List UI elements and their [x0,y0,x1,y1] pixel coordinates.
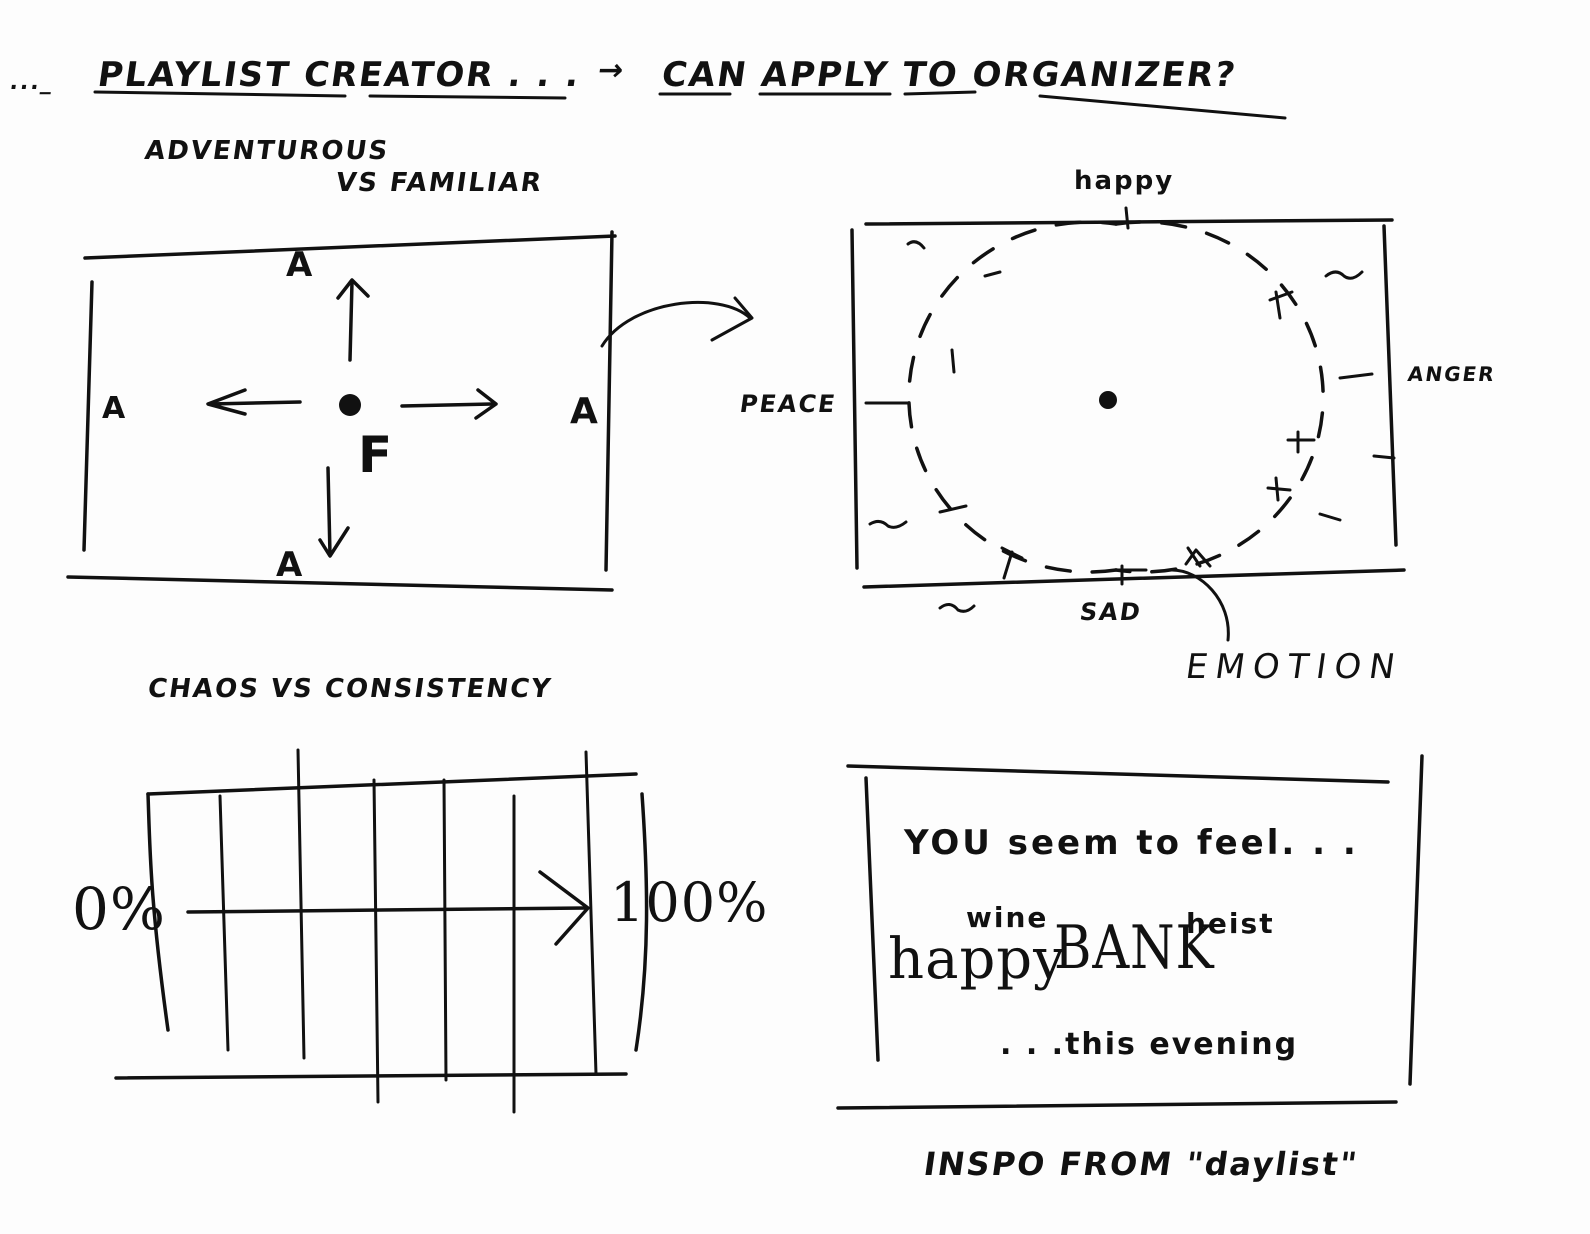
emotion-ticks [864,206,1396,642]
emotion-center-dot [1099,391,1117,409]
axis-label-right: A [570,391,600,432]
daylist-line-feel: YOU seem to feel. . . [904,823,1359,863]
panel-daylist-frame [836,754,1424,1110]
chaos-grid-lines [218,748,598,1114]
chaos-end-percent: 100% [610,871,769,934]
emotion-label-happy: happy [1074,166,1175,196]
header-title-organizer: CAN APPLY TO ORGANIZER? [659,55,1240,95]
axis-label-left: A [102,391,128,426]
axis-label-top: A [286,245,315,285]
familiar-label: VS FAMILIAR [333,168,545,198]
chaos-progress-arrow [186,870,590,946]
daylist-word-wine: wine [966,901,1049,934]
center-label-familiar: F [358,426,395,484]
daylist-word-bank: BANK [1054,913,1215,983]
header-prefix: ..._ [8,70,56,95]
panel-chaos-frame [114,772,649,1080]
daylist-footer: INSPO FROM "daylist" [921,1145,1361,1183]
adventurous-label: ADVENTUROUS [142,136,392,166]
panel-emotion-frame [850,218,1406,589]
familiar-center-dot [339,394,361,416]
header-underlines [93,90,1287,120]
daylist-word-happy: happy [888,927,1066,992]
panel-adventurous-frame [66,230,617,592]
emotion-caption: EMOTION [1183,647,1406,687]
header-title-playlist: PLAYLIST CREATOR . . . [95,55,584,95]
daylist-word-heist: heist [1186,907,1275,940]
adventurous-axes [206,278,754,558]
axis-label-bottom: A [276,545,305,585]
chaos-start-percent: 0% [72,875,167,943]
emotion-label-anger: ANGER [1406,362,1498,386]
daylist-line-evening: . . .this evening [1000,1027,1299,1062]
emotion-label-sad: SAD [1078,598,1144,626]
emotion-label-peace: PEACE [738,390,839,418]
chaos-label: CHAOS VS CONSISTENCY [145,674,555,704]
header-arrow: → [595,53,628,88]
